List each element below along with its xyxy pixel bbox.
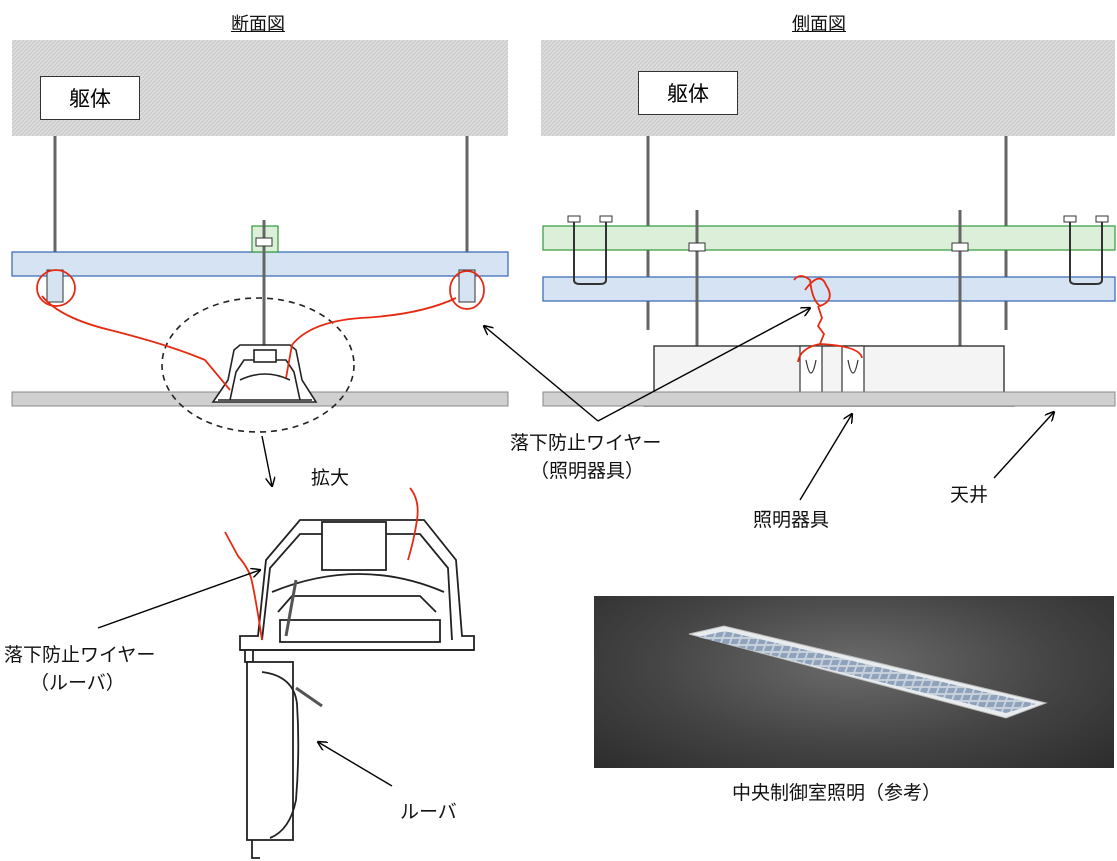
- wire-loop: [36, 269, 76, 307]
- arrow-enlarge: [261, 435, 272, 486]
- channel-beam-blue-left: [11, 251, 509, 277]
- arrow-wire-to-side: [597, 308, 810, 422]
- side-view-title: 側面図: [792, 14, 846, 35]
- louver-enlarged: [244, 649, 300, 859]
- arrow-wire-louver: [97, 570, 260, 629]
- photo-caption: 中央制御室照明（参考）: [732, 782, 942, 804]
- fall-prevention-wire: [41, 295, 231, 391]
- fall-prevention-wire: [285, 297, 457, 379]
- structure-slab-right: [541, 40, 1115, 136]
- structure-label-right: 躯体: [638, 71, 738, 115]
- arrow-louver: [318, 742, 393, 787]
- fall-prevention-wire: [224, 531, 263, 641]
- zoom-circle: [161, 297, 355, 433]
- nut: [255, 237, 273, 247]
- fall-prevention-wire: [793, 275, 863, 363]
- nut: [951, 242, 969, 252]
- u-bolt: [1063, 215, 1109, 285]
- ceiling-label: 天井: [950, 484, 989, 506]
- fixture-section: [211, 344, 318, 403]
- hanger-clip: [46, 269, 64, 303]
- fixture-photo: [594, 596, 1114, 768]
- wire-loop: [449, 270, 485, 310]
- fixture-photo-drawing: [688, 625, 1048, 719]
- section-view-title: 断面図: [231, 14, 285, 35]
- wire-lighting-label-2: （照明器具）: [530, 460, 645, 482]
- arrow-ceiling: [993, 412, 1054, 479]
- fixture-side-body: [653, 345, 1005, 399]
- wire-louver-label-2: （ルーバ）: [30, 672, 125, 694]
- wire-louver-label-1: 落下防止ワイヤー: [4, 644, 156, 666]
- fall-prevention-wire: [407, 487, 419, 561]
- hook-wire: [284, 579, 298, 637]
- fixture-enlarged: [239, 519, 475, 651]
- arrow-fixture: [799, 414, 852, 501]
- structure-label-left: 躯体: [40, 76, 140, 120]
- channel-green-right: [542, 225, 1116, 251]
- hook-wire: [295, 686, 323, 708]
- nut: [688, 242, 706, 252]
- u-bolt: [567, 215, 613, 285]
- arrow-wire-to-section: [484, 326, 599, 422]
- wire-lighting-label-1: 落下防止ワイヤー: [510, 432, 662, 454]
- lighting-fixture-label: 照明器具: [753, 509, 830, 531]
- ceiling-right: [542, 391, 1116, 407]
- enlarge-label: 拡大: [311, 467, 350, 489]
- louver-label: ルーバ: [400, 801, 457, 823]
- hanger-clip: [458, 269, 476, 303]
